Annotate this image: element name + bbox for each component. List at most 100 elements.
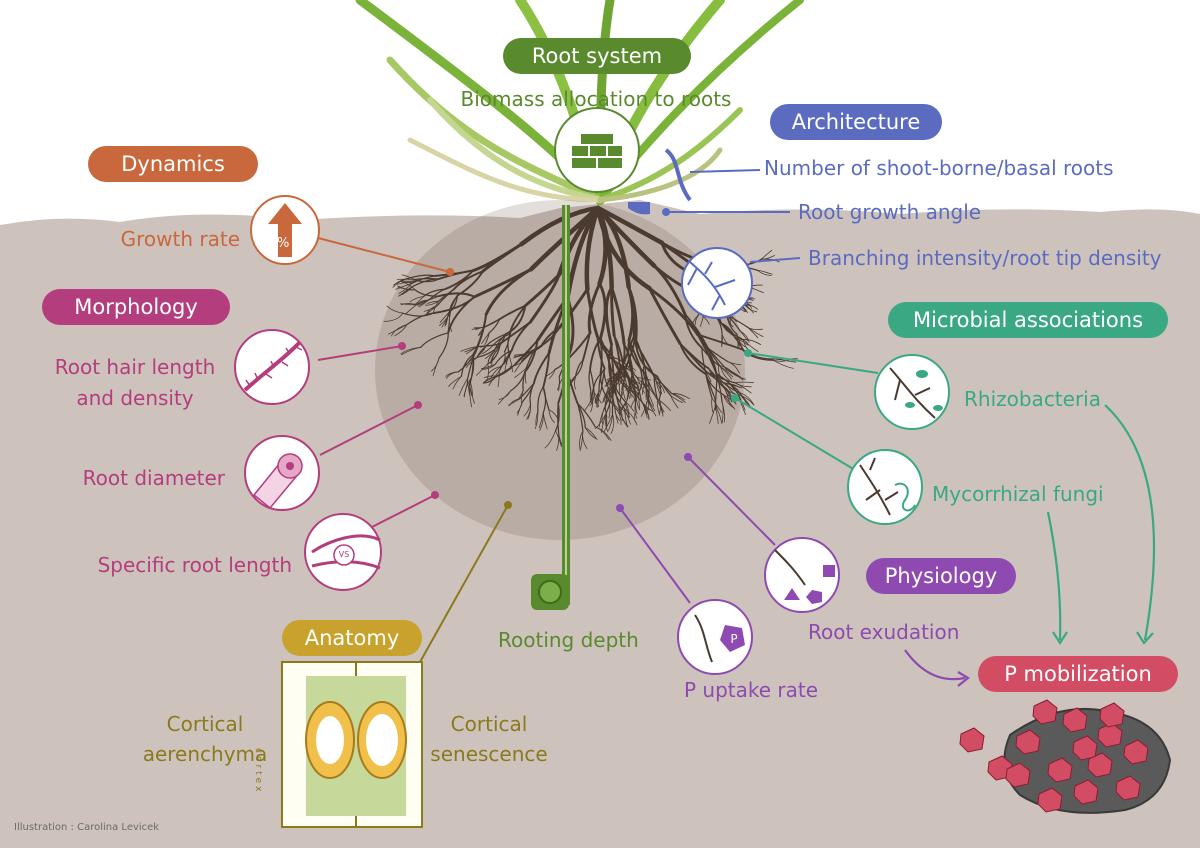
rooting-depth-label: Rooting depth xyxy=(498,628,639,652)
root-strand xyxy=(623,334,636,364)
root-strand xyxy=(576,402,596,428)
root-strand xyxy=(613,334,621,366)
root-strand xyxy=(726,369,746,380)
root-strand xyxy=(702,316,710,325)
root-strand xyxy=(532,352,550,385)
root-strand xyxy=(657,399,664,417)
root-strand xyxy=(524,339,539,373)
p-rock xyxy=(959,699,1172,814)
root-strand xyxy=(497,371,500,388)
cortical-senescence-label-1: Cortical xyxy=(450,712,528,736)
root-strand xyxy=(576,402,584,432)
shoot-borne-root-sketch xyxy=(664,148,692,202)
root-strand xyxy=(720,322,737,340)
root-strand xyxy=(679,342,707,376)
root-strand xyxy=(595,205,652,291)
root-strand xyxy=(558,287,589,330)
root-strand xyxy=(717,364,723,380)
root-strand xyxy=(595,205,665,246)
root-strand xyxy=(400,280,417,282)
p-particle xyxy=(1062,707,1088,733)
root-strand xyxy=(738,392,751,407)
root-strand xyxy=(655,380,665,393)
root-strand xyxy=(485,332,490,343)
root-strand xyxy=(627,285,638,345)
connector-root-diameter xyxy=(319,404,419,456)
root-strand xyxy=(726,330,738,339)
root-strand xyxy=(504,333,511,352)
plant-shoot xyxy=(355,0,804,205)
root-strand xyxy=(498,390,511,400)
rhizobacteria-label: Rhizobacteria xyxy=(964,387,1101,411)
root-strand xyxy=(611,382,626,410)
root-strand xyxy=(405,304,418,314)
root-strand xyxy=(699,316,704,327)
root-mass xyxy=(375,200,745,540)
root-strand xyxy=(721,401,724,424)
icon-rhizobacteria xyxy=(874,354,950,430)
growth-rate-label: Growth rate xyxy=(120,227,240,251)
root-strand xyxy=(519,205,601,247)
root-strand xyxy=(505,304,527,335)
p-particle xyxy=(1087,752,1113,778)
root-strand xyxy=(738,394,754,405)
root-strand xyxy=(535,410,539,426)
root-strand xyxy=(591,373,602,397)
p-particle xyxy=(1099,702,1125,728)
root-strand xyxy=(619,386,624,403)
root-strand xyxy=(514,353,526,356)
connectors xyxy=(317,169,879,663)
root-strand xyxy=(481,332,490,344)
branching-label: Branching intensity/root tip density xyxy=(808,246,1162,270)
root-strand xyxy=(603,382,615,410)
root-strand xyxy=(601,408,605,425)
root-strand xyxy=(618,381,621,395)
srl-label: Specific root length xyxy=(97,553,292,577)
root-strand xyxy=(634,341,659,378)
root-strand xyxy=(579,430,584,452)
p-particle xyxy=(1032,699,1058,725)
root-strand xyxy=(630,392,639,409)
root-strand xyxy=(727,361,740,374)
root-strand xyxy=(481,363,496,370)
p-particle xyxy=(959,727,985,753)
cortical-senescence-label-2: senescence xyxy=(430,742,548,766)
p-particle xyxy=(1115,775,1141,801)
root-strand xyxy=(424,300,440,306)
root-strand xyxy=(508,355,513,373)
root-strand xyxy=(447,295,476,334)
growth-angle-label: Root growth angle xyxy=(798,200,982,224)
root-strand xyxy=(498,349,513,373)
root-strand xyxy=(514,339,539,366)
connector-exudation xyxy=(687,456,776,546)
root-strand xyxy=(464,346,478,353)
root-strand xyxy=(623,342,634,381)
root-strand xyxy=(621,378,626,390)
depth-ruler xyxy=(531,205,570,610)
root-strand xyxy=(711,397,714,413)
cortex-label: cortex xyxy=(253,748,263,795)
root-strand xyxy=(508,398,521,406)
growth-angle-marker xyxy=(628,202,650,215)
root-strand xyxy=(711,397,722,413)
root-strand xyxy=(613,382,626,403)
arrow-rhizobacteria xyxy=(1104,404,1156,641)
p-mobilization-title: P mobilization xyxy=(978,656,1178,692)
root-strand xyxy=(523,404,531,417)
root-strand xyxy=(504,355,510,372)
root-strand xyxy=(656,375,672,397)
root-strand xyxy=(542,386,550,411)
root-strand xyxy=(679,342,710,370)
root-strand xyxy=(460,353,474,377)
icon-mycorrhizal xyxy=(847,449,923,525)
root-strand xyxy=(555,430,562,448)
root-strand xyxy=(409,296,424,303)
root-strand xyxy=(606,373,618,380)
root-strand xyxy=(608,398,611,419)
root-strand xyxy=(706,371,736,384)
root-strand xyxy=(658,398,662,416)
root-strand xyxy=(589,391,595,407)
root-strand xyxy=(448,375,462,387)
root-strand xyxy=(436,288,455,307)
